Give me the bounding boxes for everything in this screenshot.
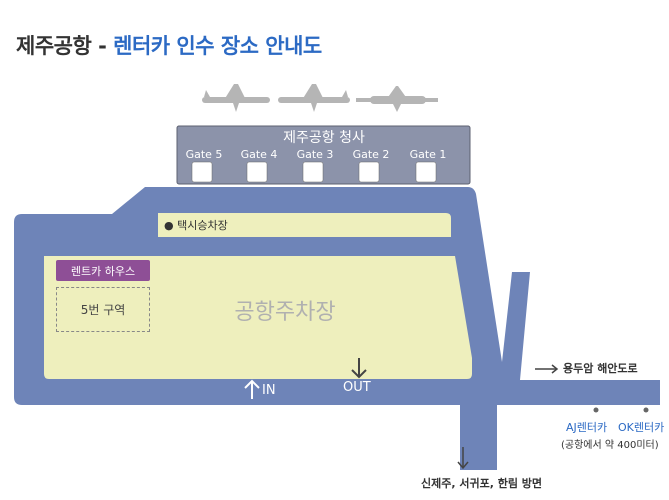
- gate-label: Gate 5: [185, 148, 223, 161]
- arrow-right-icon: [535, 364, 559, 374]
- gate-label: Gate 1: [409, 148, 447, 161]
- ok-rental-marker: [643, 407, 649, 413]
- arrow-down-icon: [351, 358, 367, 379]
- rental-house-label: 렌트카 하우스: [56, 260, 150, 281]
- entrance-label: IN: [262, 383, 276, 398]
- parking-lot-label: 공항주차장: [234, 300, 336, 325]
- title-accent: 렌터카 인수 장소 안내도: [113, 34, 322, 58]
- gate-label: Gate 4: [240, 148, 278, 161]
- gate-box: [358, 161, 380, 183]
- gate-box: [191, 161, 213, 183]
- gate-box: [415, 161, 437, 183]
- page-title: 제주공항 - 렌터카 인수 장소 안내도: [16, 30, 322, 60]
- zone-5-area: 5번 구역: [56, 287, 150, 332]
- parking-lot: [44, 256, 472, 379]
- gate-box: [246, 161, 268, 183]
- aj-rental-label: AJ렌터카: [566, 421, 608, 434]
- gate-label: Gate 2: [352, 148, 390, 161]
- taxi-stand-area: [158, 213, 451, 237]
- gate-label: Gate 3: [296, 148, 334, 161]
- south-direction-label: 신제주, 서귀포, 한림 방면: [421, 477, 543, 490]
- taxi-stand-label: ● 택시승차장: [164, 219, 228, 232]
- ok-rental-label: OK렌터카: [618, 421, 665, 434]
- airplane-icon: [356, 86, 438, 112]
- title-main: 제주공항 -: [16, 34, 114, 58]
- gate-box: [302, 161, 324, 183]
- arrow-down-icon: [457, 447, 469, 470]
- arrow-up-icon: [244, 379, 260, 399]
- exit-label: OUT: [343, 380, 371, 395]
- airplane-icon: [278, 84, 350, 112]
- airplane-icon: [202, 84, 270, 112]
- aj-rental-marker: [593, 407, 599, 413]
- terminal-title: 제주공항 청사: [283, 130, 365, 146]
- distance-note: (공항에서 약 400미터): [561, 440, 659, 451]
- coast-road-label: 용두암 해안도로: [563, 362, 638, 375]
